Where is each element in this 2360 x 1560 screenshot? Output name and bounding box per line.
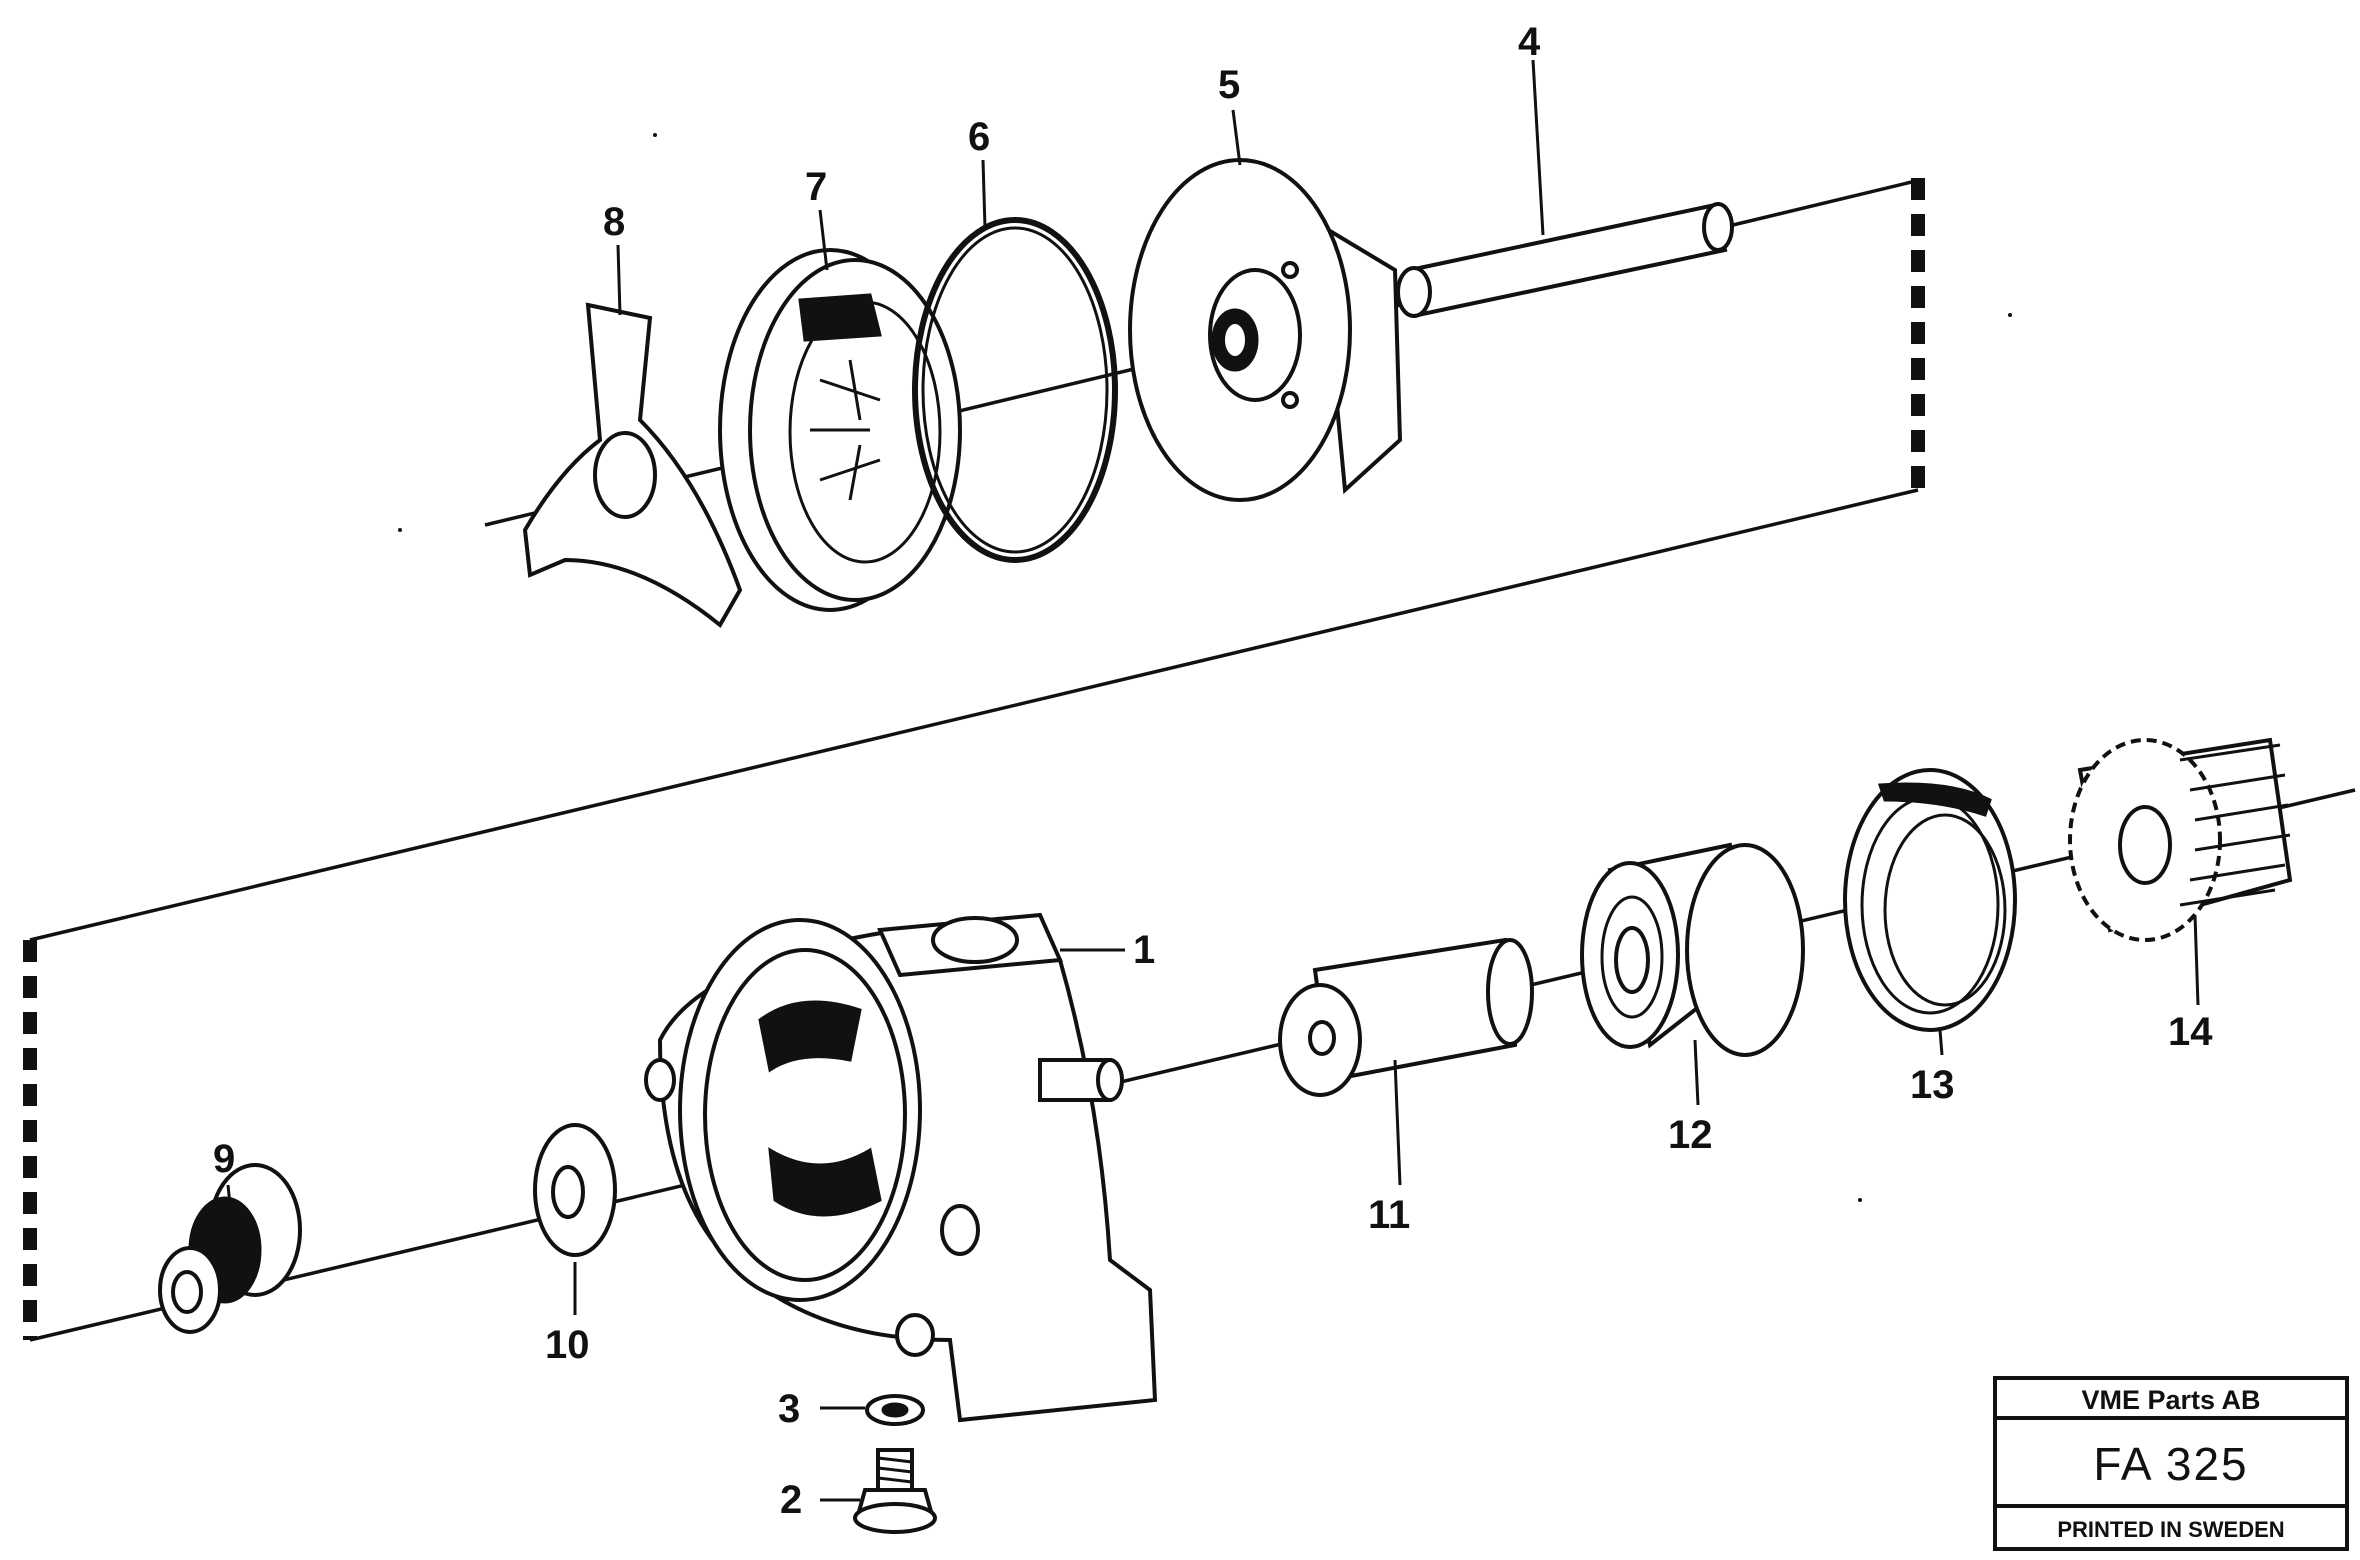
part-label-3: 3 [778, 1387, 800, 1431]
part-label-4: 4 [1518, 20, 1541, 64]
part-label-10: 10 [545, 1323, 590, 1367]
impeller [1128, 158, 1403, 502]
spider-plate [522, 302, 743, 629]
part-label-13: 13 [1910, 1063, 1955, 1107]
ball-bearing [1580, 842, 1805, 1057]
leader-6 [981, 159, 987, 229]
part-label-9: 9 [213, 1137, 235, 1181]
part-label-1: 1 [1133, 928, 1155, 972]
scan-specks [398, 133, 2012, 1202]
company-name: VME Parts AB [1997, 1380, 2345, 1420]
leader-12 [1693, 1039, 1700, 1106]
o-ring [912, 217, 1118, 563]
shaft [1396, 202, 1734, 318]
pump-housing [644, 912, 1158, 1423]
drain-plug [853, 1448, 937, 1534]
connecting-line [29, 488, 1919, 942]
leader-11 [1393, 1059, 1402, 1186]
dust-cover [1843, 768, 2017, 1032]
upper-assembly [484, 158, 1925, 629]
leader-9 [226, 1184, 234, 1226]
part-label-2: 2 [780, 1478, 802, 1522]
leader-8 [616, 244, 622, 316]
seal-ring [718, 248, 962, 612]
drawing-code: FA 325 [1997, 1420, 2345, 1508]
part-label-5: 5 [1218, 63, 1240, 107]
leader-7 [818, 209, 829, 271]
leader-5 [1231, 109, 1242, 166]
part-label-7: 7 [805, 165, 827, 209]
leader-14 [2193, 914, 2200, 1006]
leader-lines [226, 59, 2200, 1502]
part-label-6: 6 [968, 115, 990, 159]
bushing [1278, 937, 1534, 1097]
part-label-8: 8 [603, 200, 625, 244]
title-block: VME Parts AB FA 325 PRINTED IN SWEDEN [1993, 1376, 2349, 1551]
plug [158, 1163, 302, 1334]
shaft-seal [533, 1123, 617, 1257]
part-label-14: 14 [2168, 1010, 2213, 1054]
drive-gear [2068, 737, 2293, 942]
leader-13 [1938, 1029, 1944, 1056]
part-label-12: 12 [1668, 1113, 1713, 1157]
leader-4 [1531, 59, 1545, 236]
part-labels: 1 2 3 4 5 6 7 8 9 10 11 12 13 14 [213, 20, 2213, 1522]
part-label-11: 11 [1368, 1193, 1410, 1237]
lower-assembly [23, 737, 2356, 1534]
printed-note: PRINTED IN SWEDEN [2057, 1517, 2285, 1542]
washer [865, 1394, 925, 1426]
